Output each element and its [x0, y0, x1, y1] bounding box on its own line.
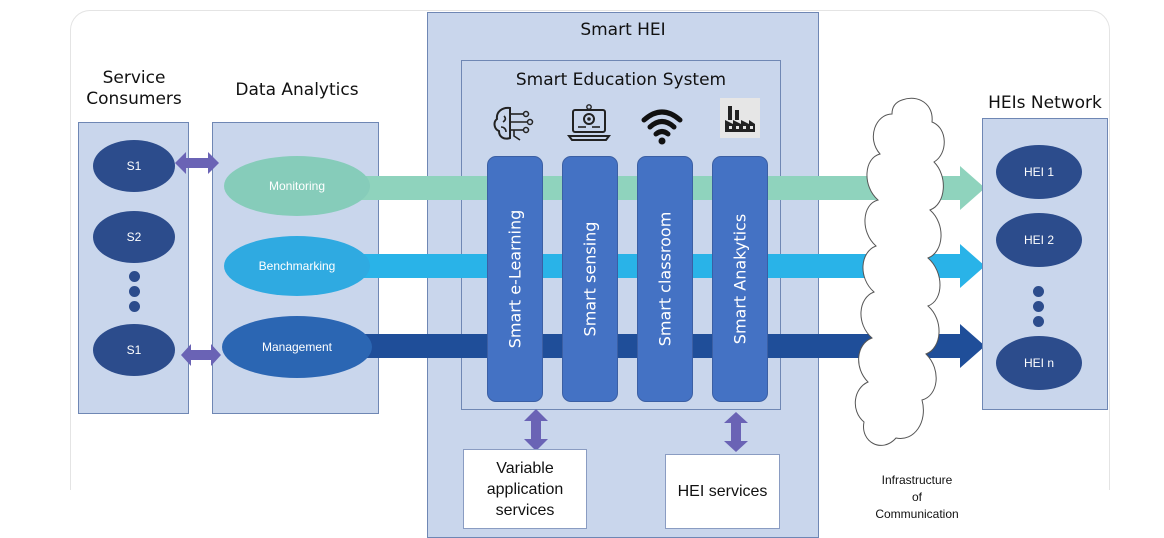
ellipsis-dot — [1033, 286, 1044, 297]
laptop-gear-icon — [567, 104, 611, 141]
consumer-ellipse: S1 — [93, 140, 175, 192]
consumer-ellipse: S2 — [93, 211, 175, 263]
pillar-label: Smart classroom — [655, 211, 675, 347]
brain-circuit-icon — [493, 106, 534, 141]
variable-services-line3: services — [495, 501, 555, 519]
ellipsis-dot — [1033, 316, 1044, 327]
variable-application-services-box: Variable application services — [463, 449, 587, 529]
double-arrow-consumer-monitoring — [175, 152, 219, 174]
pillar-smart-sensing: Smart sensing — [562, 156, 618, 402]
pillar-label: Smart Anakytics — [730, 213, 750, 345]
pillar-label: Smart e-Learning — [505, 209, 525, 349]
hei-ellipse: HEI 1 — [996, 145, 1082, 199]
smart-education-system-title: Smart Education System — [515, 70, 727, 90]
consumer-ellipse: S1 — [93, 324, 175, 376]
infrastructure-line3: Communication — [875, 507, 959, 521]
benchmarking-ellipse: Benchmarking — [224, 236, 370, 296]
ellipsis-dot — [129, 286, 140, 297]
heis-network-title: HEIs Network — [988, 93, 1102, 113]
ellipsis-dot — [129, 301, 140, 312]
variable-services-line2: application — [486, 480, 564, 498]
hei-services-label: HEI services — [677, 483, 768, 500]
ellipsis-dot — [129, 271, 140, 282]
wifi-icon — [641, 109, 683, 145]
double-arrow-variable-services — [524, 409, 548, 451]
hei-services-box: HEI services — [665, 454, 780, 529]
communication-cloud — [854, 97, 945, 446]
pillar-smart-e-learning: Smart e-Learning — [487, 156, 543, 402]
hei-ellipse: HEI n — [996, 336, 1082, 390]
variable-services-line1: Variable — [496, 459, 554, 477]
service-consumers-title-line2: Consumers — [86, 89, 182, 109]
data-analytics-title: Data Analytics — [235, 80, 359, 100]
service-consumers-title-line1: Service — [102, 68, 166, 88]
service-consumers-title: Service Consumers — [78, 68, 190, 110]
pillar-smart-classroom: Smart classroom — [637, 156, 693, 402]
infrastructure-line1: Infrastructure — [881, 473, 953, 487]
double-arrow-consumer-management — [181, 344, 221, 366]
background-frame — [70, 10, 1110, 490]
pillar-label: Smart sensing — [580, 221, 600, 337]
hei-ellipse: HEI 2 — [996, 213, 1082, 267]
factory-icon — [720, 98, 760, 138]
management-ellipse: Management — [222, 316, 372, 378]
monitoring-ellipse: Monitoring — [224, 156, 370, 216]
smart-hei-title: Smart HEI — [580, 20, 666, 40]
infrastructure-caption: Infrastructure of Communication — [855, 472, 979, 523]
infrastructure-line2: of — [911, 490, 922, 504]
pillar-smart-analytics: Smart Anakytics — [712, 156, 768, 402]
double-arrow-hei-services — [724, 412, 748, 452]
ellipsis-dot — [1033, 301, 1044, 312]
